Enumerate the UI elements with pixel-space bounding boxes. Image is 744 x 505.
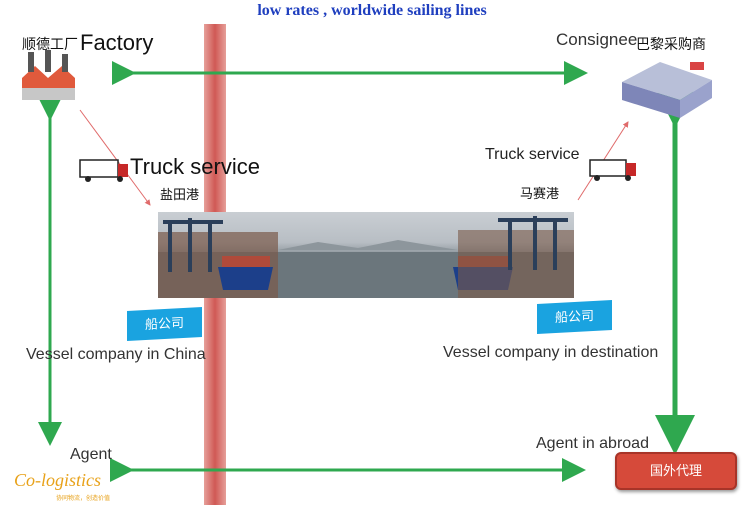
consignee-cn-label: 巴黎采购商: [636, 36, 706, 52]
factory-label: Factory: [80, 30, 154, 55]
port-yantian-label: 盐田港: [160, 187, 200, 202]
arrow-factory-to-port: [79, 109, 151, 206]
overseas-agent-box: 国外代理: [615, 452, 737, 490]
consignee-label: Consignee: [556, 30, 638, 49]
factory-icon: [22, 50, 75, 100]
truck-service-right-label: Truck service: [485, 146, 580, 163]
agent-label: Agent: [70, 446, 112, 463]
container-port-photo: [158, 212, 574, 298]
co-logistics-logo: Co-logistics: [14, 470, 102, 490]
logo-tagline: 协同物流，创造价值: [56, 496, 111, 502]
truck-service-left-label: Truck service: [130, 154, 260, 179]
truck-icon-left: [79, 159, 128, 182]
factory-cn-label: 顺德工厂: [22, 36, 78, 52]
agent-abroad-label: Agent in abroad: [536, 435, 649, 452]
port-marseille-label: 马赛港: [520, 186, 560, 201]
vessel-company-destination-label: Vessel company in destination: [443, 344, 659, 361]
vessel-company-china-badge: 船公司: [127, 307, 202, 341]
warehouse-icon: [622, 62, 712, 118]
vessel-company-destination-badge: 船公司: [537, 300, 612, 334]
truck-icon-right: [589, 159, 636, 181]
vessel-company-china-label: Vessel company in China: [26, 346, 206, 363]
page-title: low rates , worldwide sailing lines: [257, 2, 487, 19]
